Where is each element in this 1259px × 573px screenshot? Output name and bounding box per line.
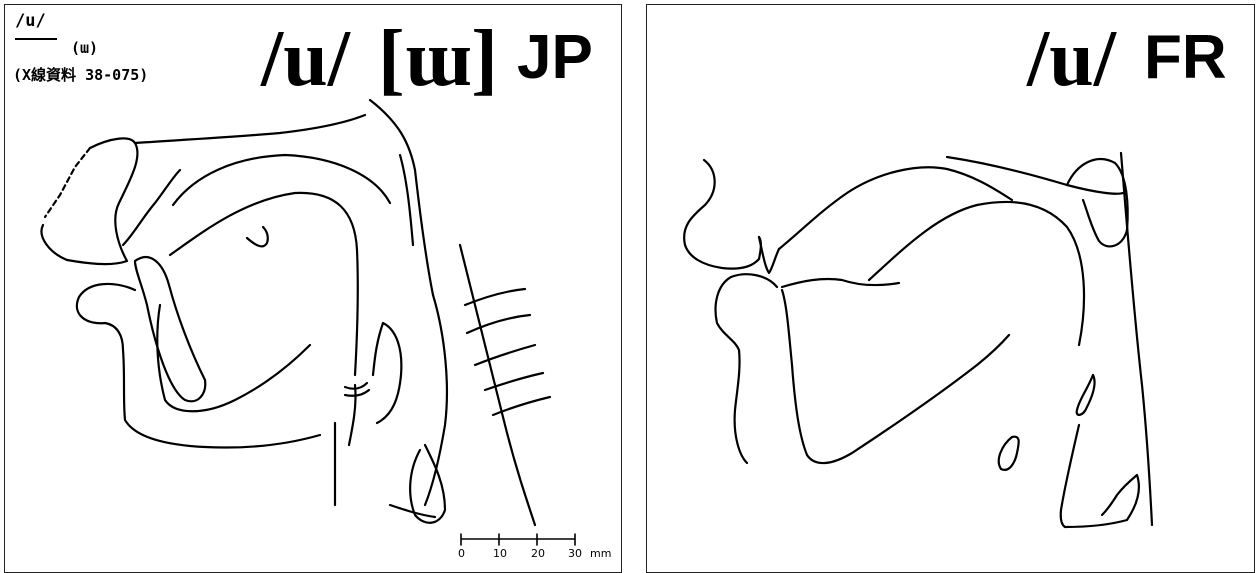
palate-nasal-line xyxy=(947,157,1123,194)
scale-tick-10: 10 xyxy=(493,547,507,560)
epiglottis xyxy=(1077,375,1095,415)
french-vocal-tract-tracing xyxy=(647,5,1255,573)
vertebra-2 xyxy=(467,315,530,333)
vertebra-3 xyxy=(475,345,535,365)
scale-unit: mm xyxy=(590,547,611,560)
nose-outline xyxy=(45,148,90,217)
tongue-tip-hook xyxy=(247,227,268,246)
pharynx-back-upper xyxy=(370,100,433,295)
hyoid xyxy=(345,383,369,396)
tongue-body xyxy=(782,290,1009,463)
velum xyxy=(173,155,390,205)
upper-teeth xyxy=(759,237,779,273)
hard-palate xyxy=(135,115,365,143)
tongue-front-contour xyxy=(782,279,899,287)
pharynx-front-lower xyxy=(1061,425,1079,527)
upper-lip xyxy=(684,160,761,269)
scale-tick-20: 20 xyxy=(531,547,545,560)
japanese-vocal-tract-tracing xyxy=(5,5,622,573)
scale-tick-30: 30 xyxy=(568,547,582,560)
hard-palate xyxy=(779,167,1012,249)
pharynx-back-wall xyxy=(1121,153,1152,525)
pharynx-back-wall xyxy=(425,295,447,505)
tongue-dorsum xyxy=(869,202,1084,345)
hyoid xyxy=(999,437,1019,470)
lower-lip xyxy=(716,274,777,463)
velum xyxy=(1067,159,1128,246)
tongue-dorsum xyxy=(170,193,358,375)
french-u-panel: /u/ FR xyxy=(646,4,1255,573)
japanese-u-panel: /u/ (ɯ) (X線資料 38-075) /u/ [ɯ] JP xyxy=(4,4,622,573)
lower-incisor xyxy=(135,257,205,401)
scale-tick-0: 0 xyxy=(458,547,465,560)
larynx-front xyxy=(349,385,356,445)
epiglottis xyxy=(373,323,401,423)
upper-teeth xyxy=(123,170,180,245)
larynx-base xyxy=(1065,475,1139,527)
sphenoid-line xyxy=(400,155,413,245)
